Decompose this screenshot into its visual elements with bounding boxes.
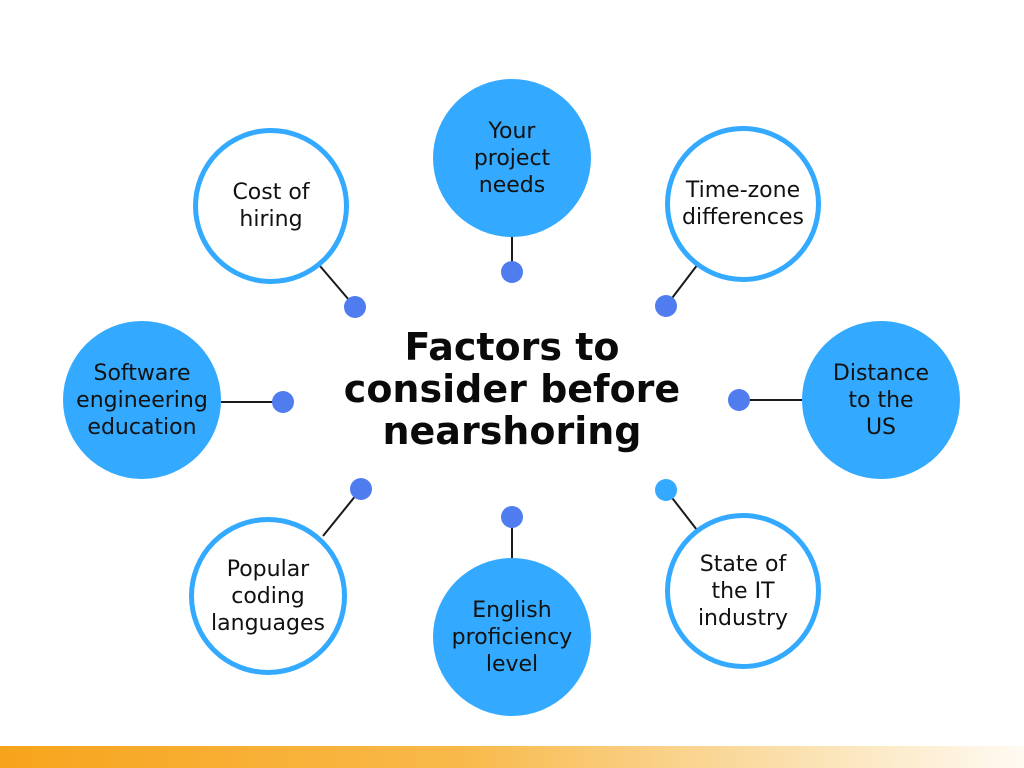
node-label-popular-coding-languages: Popular coding languages: [211, 556, 325, 636]
node-state-of-the-it-industry: State of the IT industry: [665, 513, 821, 669]
connector-dot-cost-of-hiring: [344, 296, 366, 318]
node-time-zone-differences: Time-zone differences: [665, 126, 821, 282]
node-label-state-of-the-it-industry: State of the IT industry: [697, 551, 789, 631]
node-label-distance-to-the-us: Distance to the US: [832, 360, 930, 440]
node-label-time-zone-differences: Time-zone differences: [682, 178, 804, 230]
node-label-software-engineering-education: Software engineering education: [76, 360, 208, 440]
connector-dot-state-of-the-it-industry: [655, 479, 677, 501]
connector-dot-your-project-needs: [501, 261, 523, 283]
connector-dot-time-zone-differences: [655, 295, 677, 317]
center-title: Factors to consider before nearshoring: [343, 325, 681, 453]
connector-dot-popular-coding-languages: [350, 478, 372, 500]
node-cost-of-hiring: Cost of hiring: [193, 128, 349, 284]
node-english-proficiency-level: English proficiency level: [433, 558, 591, 716]
node-your-project-needs: Your project needs: [433, 79, 591, 237]
node-software-engineering-education: Software engineering education: [63, 321, 221, 479]
footer-gradient-bar: [0, 746, 1024, 768]
connector-dot-software-engineering-education: [272, 391, 294, 413]
node-label-your-project-needs: Your project needs: [473, 118, 551, 198]
node-distance-to-the-us: Distance to the US: [802, 321, 960, 479]
node-popular-coding-languages: Popular coding languages: [189, 517, 347, 675]
connector-dot-distance-to-the-us: [728, 389, 750, 411]
node-label-english-proficiency-level: English proficiency level: [451, 597, 573, 677]
connector-dot-english-proficiency-level: [501, 506, 523, 528]
node-label-cost-of-hiring: Cost of hiring: [232, 180, 310, 232]
